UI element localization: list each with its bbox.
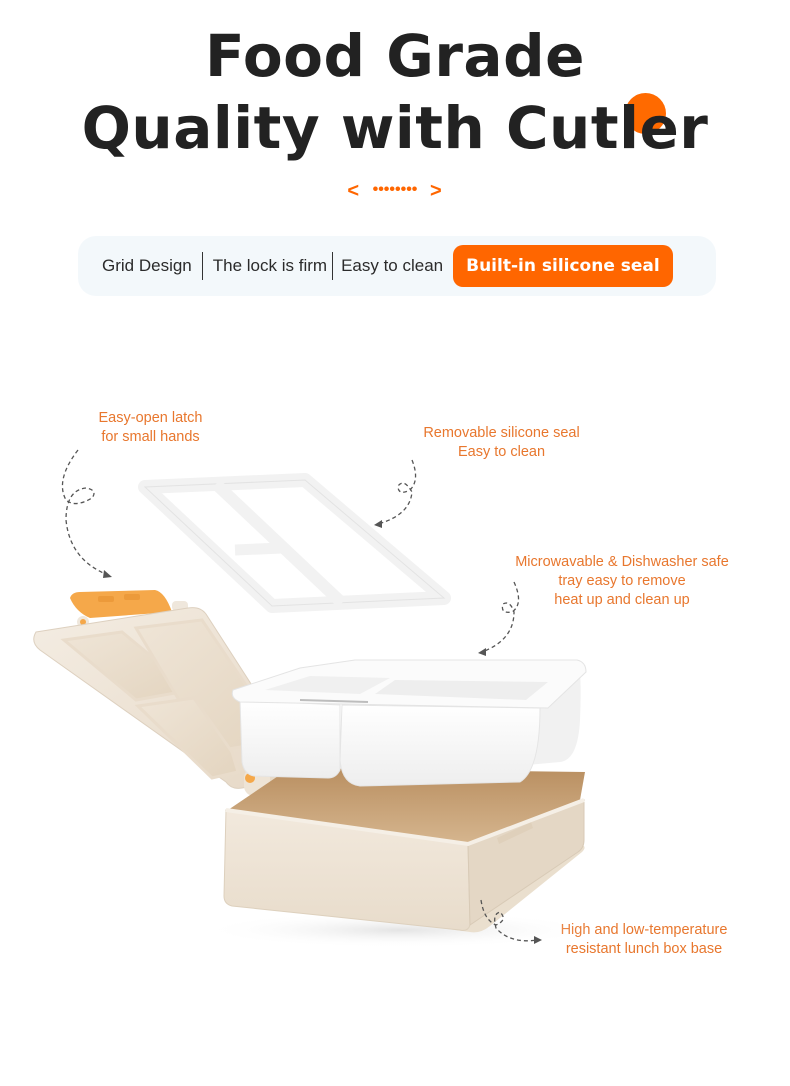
callout-line: resistant lunch box base [565, 941, 723, 957]
chevron-left-icon: < [347, 180, 361, 202]
callout-base: High and low-temperature resistant lunch… [540, 921, 748, 959]
callout-seal: Removable silicone seal Easy to clean [400, 424, 603, 462]
base-box [223, 768, 585, 933]
chevron-right-icon: > [429, 180, 443, 202]
callout-line: Removable silicone seal [423, 425, 580, 441]
accent-dot [625, 93, 666, 134]
arrow-tray [481, 581, 520, 653]
arrow-seal [377, 459, 417, 525]
callout-line: Easy to clean [457, 444, 546, 460]
callout-tray: Microwavable & Dishwasher safe tray easy… [493, 553, 751, 610]
dashed-arrows [61, 449, 539, 942]
tab-silicone-seal[interactable]: Built-in silicone seal [453, 245, 673, 287]
callout-line: High and low-temperature [560, 922, 728, 938]
tab-separator [332, 252, 334, 280]
tab-grid-design[interactable]: Grid Design [102, 256, 192, 275]
tab-separator [201, 252, 203, 280]
arrow-base [480, 899, 539, 942]
callout-line: Easy-open latch [98, 410, 203, 426]
callout-line: heat up and clean up [554, 592, 690, 608]
feature-tabs: Grid Design The lock is firm Easy to cle… [78, 236, 716, 296]
silicone-seal-frame [138, 473, 451, 613]
page-title-line-2: Quality with Cutler [81, 94, 709, 162]
ground-shadow [200, 912, 600, 948]
callout-line: tray easy to remove [558, 573, 686, 589]
callout-latch: Easy-open latch for small hands [78, 409, 223, 447]
arrowheads [103, 520, 542, 944]
tab-easy-clean[interactable]: Easy to clean [341, 256, 444, 275]
removable-tray [231, 659, 587, 787]
callout-line: Microwavable & Dishwasher safe [515, 554, 729, 570]
page-title-line-1: Food Grade [205, 22, 585, 90]
section-divider: < •••••••• > [0, 180, 790, 203]
arrow-latch [61, 449, 109, 576]
tab-lock-firm[interactable]: The lock is firm [212, 256, 328, 275]
dots-divider: •••••••• [372, 181, 418, 198]
lunchbox-illustration [33, 449, 600, 948]
callout-line: for small hands [101, 429, 200, 445]
